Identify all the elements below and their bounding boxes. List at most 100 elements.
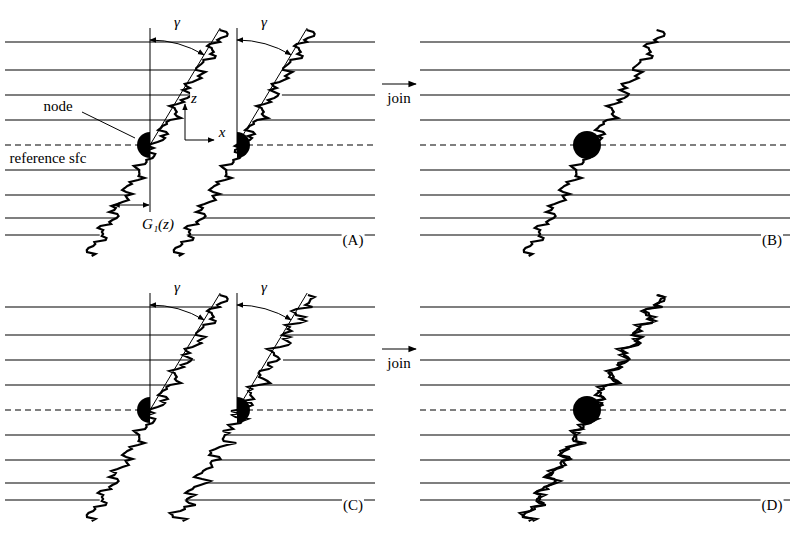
layer-line — [215, 459, 375, 460]
reference-surface — [237, 409, 375, 410]
dip-line — [150, 293, 220, 410]
layer-line — [225, 434, 375, 435]
layer-line — [420, 234, 790, 235]
layer-line — [5, 306, 220, 307]
fault-face — [87, 295, 228, 521]
joined-panel — [420, 295, 790, 521]
layer-line — [420, 459, 790, 460]
layer-line — [5, 334, 196, 335]
layer-line — [5, 359, 195, 360]
layer-line — [5, 499, 100, 500]
layer-line — [420, 306, 790, 307]
reference-surface — [5, 144, 150, 145]
layer-line — [5, 482, 117, 483]
dimension-label: G₁(z) — [141, 217, 175, 232]
layer-line — [313, 306, 375, 307]
reference-surface — [420, 144, 790, 145]
join-arrow — [382, 348, 416, 349]
layer-line — [420, 194, 790, 195]
node-marker — [573, 131, 601, 159]
panel-label: (C) — [342, 498, 364, 513]
callout-label: reference sfc — [8, 151, 87, 166]
angle-label: γ — [173, 15, 181, 30]
fault-face — [174, 30, 315, 256]
reference-surface — [237, 144, 375, 145]
reference-surface — [420, 409, 790, 410]
layer-line — [5, 94, 195, 95]
layer-line — [420, 169, 790, 170]
axis-label: z — [190, 91, 198, 106]
layer-line — [307, 41, 375, 42]
layer-line — [420, 359, 790, 360]
panel-label: (B) — [761, 233, 783, 248]
layer-line — [420, 434, 790, 435]
panel-label: (A) — [342, 233, 365, 248]
vertical-reference — [150, 28, 151, 212]
offset-dimension — [113, 205, 149, 206]
layer-line — [257, 119, 375, 120]
layer-line — [420, 499, 790, 500]
node-marker — [237, 132, 250, 158]
layer-line — [282, 94, 375, 95]
axis-label: x — [218, 125, 227, 140]
joined-panel — [420, 30, 790, 256]
layer-line — [420, 482, 790, 483]
layer-line — [420, 69, 790, 70]
action-label: join — [386, 91, 411, 106]
fault-face — [87, 30, 228, 256]
layer-line — [5, 217, 117, 218]
angle-arc — [150, 40, 204, 55]
dip-line — [150, 28, 220, 145]
leader-line — [82, 112, 135, 138]
callout-label: node — [42, 99, 73, 114]
layer-line — [5, 169, 139, 170]
layer-line — [420, 41, 790, 42]
angle-label: γ — [260, 15, 268, 30]
layer-line — [283, 359, 375, 360]
layer-line — [420, 94, 790, 95]
node-marker — [237, 397, 250, 423]
layer-line — [5, 434, 139, 435]
layer-line — [226, 169, 375, 170]
layer-line — [204, 217, 375, 218]
layer-line — [5, 384, 170, 385]
fault-face — [520, 295, 665, 521]
node-marker — [137, 132, 150, 158]
layer-line — [5, 119, 170, 120]
vertical-reference — [150, 293, 151, 415]
split-panel — [5, 293, 375, 521]
layer-line — [420, 334, 790, 335]
split-panel — [5, 28, 375, 256]
fault-face — [524, 30, 665, 256]
layer-line — [5, 69, 196, 70]
join-arrow — [382, 83, 416, 84]
dip-line — [237, 293, 307, 410]
node-marker — [137, 397, 150, 423]
layer-line — [5, 41, 220, 42]
action-label: join — [386, 356, 411, 371]
layer-line — [216, 194, 375, 195]
angle-arc — [237, 305, 291, 320]
x-axis — [185, 140, 214, 141]
angle-arc — [237, 40, 291, 55]
layer-line — [259, 384, 375, 385]
dip-line — [237, 28, 307, 145]
layer-line — [206, 482, 375, 483]
angle-arc — [150, 305, 204, 320]
reference-surface — [5, 409, 150, 410]
layer-line — [283, 69, 375, 70]
vertical-reference — [237, 293, 238, 415]
layer-line — [5, 194, 129, 195]
layer-line — [282, 334, 375, 335]
layer-line — [5, 234, 100, 235]
node-marker — [573, 396, 601, 424]
angle-label: γ — [173, 280, 181, 295]
panel-label: (D) — [761, 498, 784, 513]
layer-line — [5, 459, 129, 460]
layer-line — [420, 217, 790, 218]
fault-face — [170, 295, 315, 521]
z-axis — [185, 104, 186, 140]
angle-label: γ — [260, 280, 268, 295]
